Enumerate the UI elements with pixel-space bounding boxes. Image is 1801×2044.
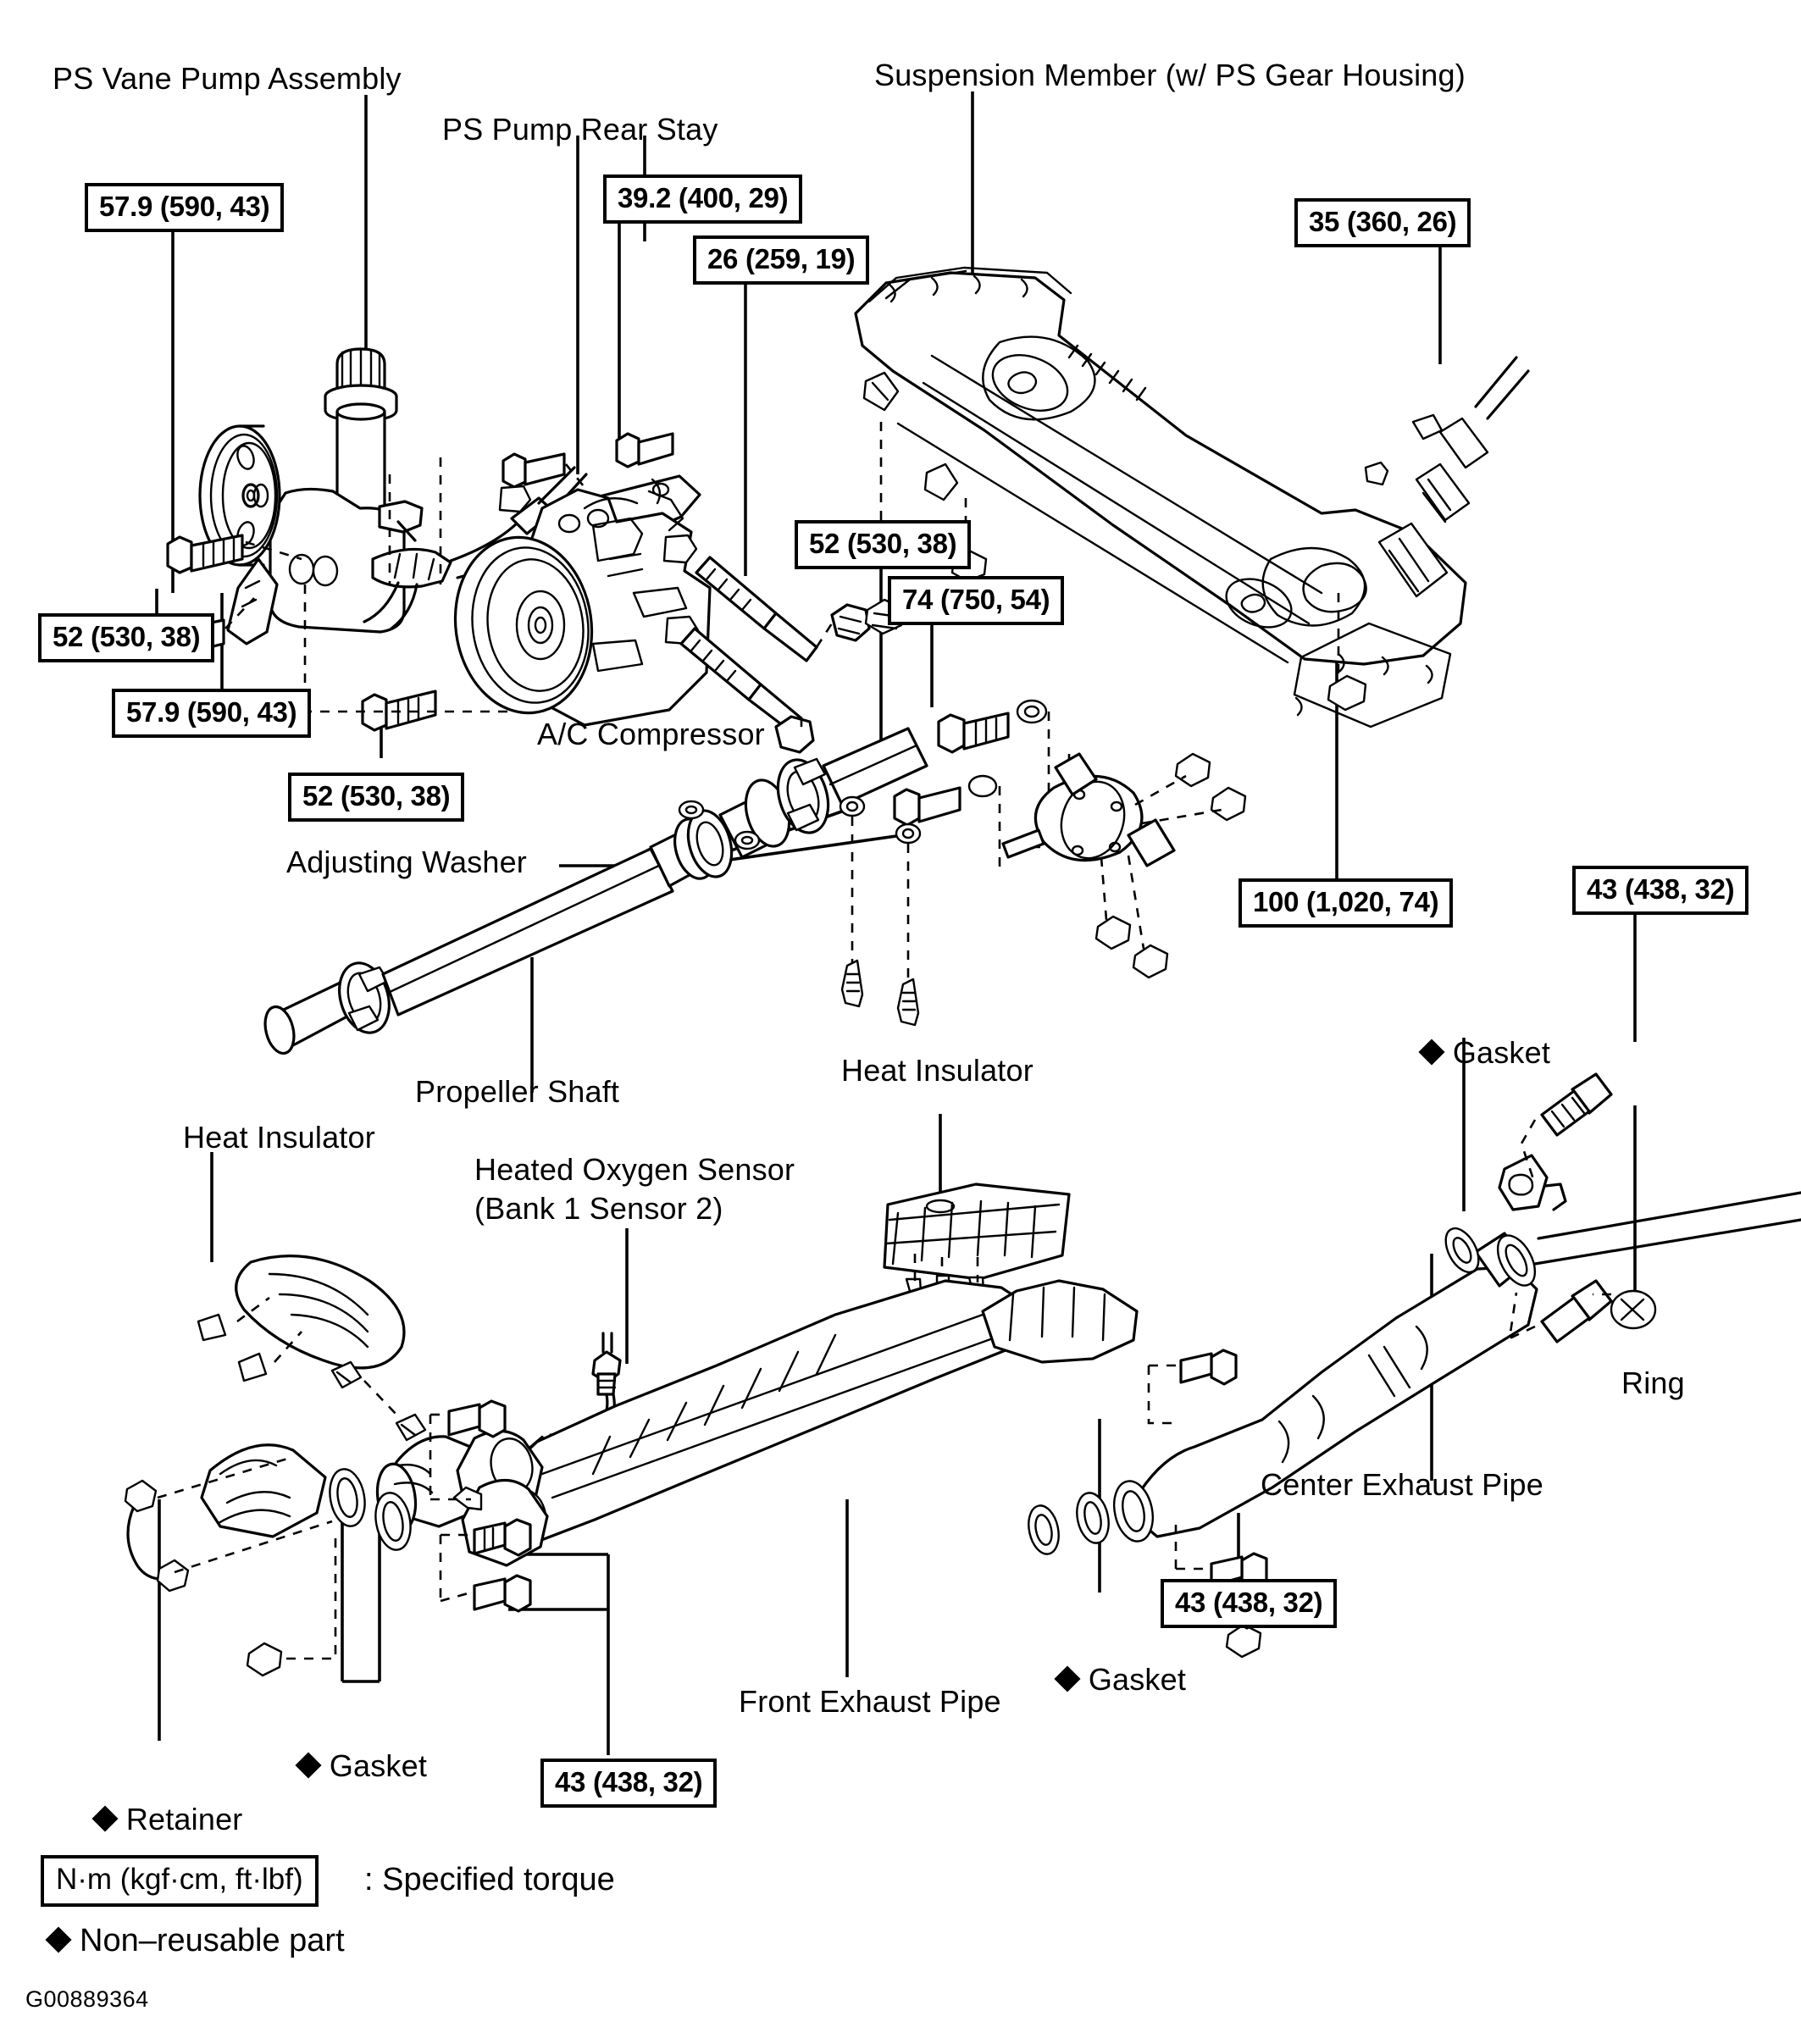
label-front-exhaust-pipe: Front Exhaust Pipe [739,1684,1001,1719]
label-gasket-lower-right: Gasket [1023,1626,1186,1734]
suspension-fasteners [893,699,1071,869]
diamond-marker-icon [1418,1039,1445,1066]
front-exhaust-pipe-artwork [124,1279,1139,1677]
label-ps-vane-pump-assembly: PS Vane Pump Assembly [53,61,402,96]
label-ps-pump-rear-stay: PS Pump Rear Stay [442,112,718,147]
torque-box-52-bottom-left: 52 (530, 38) [288,773,465,822]
label-heat-insulator-left: Heat Insulator [183,1120,375,1155]
heat-insulator-left-artwork [197,1255,406,1382]
torque-box-74: 74 (750, 54) [888,576,1065,625]
label-retainer: Retainer [61,1766,243,1874]
torque-box-100: 100 (1,020, 74) [1239,878,1454,928]
label-gasket-lower-left-text: Gasket [329,1748,428,1784]
diamond-marker-icon [1054,1665,1081,1693]
torque-box-57-9-lower: 57.9 (590, 43) [112,689,312,738]
label-gasket-upper-right-text: Gasket [1452,1035,1551,1071]
diamond-marker-icon [91,1805,119,1833]
torque-box-43-right-top: 43 (438, 32) [1572,866,1749,915]
label-retainer-text: Retainer [125,1802,243,1837]
legend-non-reusable: Non–reusable part [45,1923,345,1959]
ac-compressor-artwork [453,485,871,754]
torque-box-43-bottom: 43 (438, 32) [540,1759,718,1808]
label-heat-insulator-center: Heat Insulator [841,1053,1033,1088]
label-suspension-member: Suspension Member (w/ PS Gear Housing) [874,58,1466,92]
torque-box-43-center: 43 (438, 32) [1161,1579,1338,1628]
torque-box-ps-rear-stay: 39.2 (400, 29) [603,174,803,224]
torque-box-52-left: 52 (530, 38) [38,613,215,662]
label-ac-compressor: A/C Compressor [537,717,765,751]
label-gasket-lower-left: Gasket [264,1713,427,1820]
label-propeller-shaft: Propeller Shaft [415,1074,620,1109]
torque-box-ps-pump-1: 57.9 (590, 43) [85,183,285,232]
label-heated-oxygen-sensor-line2: (Bank 1 Sensor 2) [474,1191,723,1226]
legend-non-reusable-text: Non–reusable part [80,1923,345,1958]
label-ring: Ring [1621,1365,1685,1400]
label-adjusting-washer: Adjusting Washer [286,845,527,879]
center-exhaust-pipe-artwork [1028,1072,1801,1659]
label-center-exhaust-pipe: Center Exhaust Pipe [1261,1467,1543,1502]
diamond-marker-icon [295,1752,322,1780]
diamond-marker-icon [45,1926,72,1953]
torque-box-52-mid: 52 (530, 38) [795,520,972,569]
label-heated-oxygen-sensor-line1: Heated Oxygen Sensor [474,1152,795,1187]
legend-torque-unit-box: N·m (kgf·cm, ft·lbf) [41,1855,319,1907]
label-gasket-upper-right: Gasket [1388,1000,1550,1107]
torque-box-26: 26 (259, 19) [693,235,870,285]
legend-torque-unit-text: : Specified torque [364,1862,615,1897]
figure-code: G00889364 [25,1986,149,2012]
propeller-shaft-artwork [263,727,1247,1055]
label-gasket-lower-right-text: Gasket [1088,1662,1187,1698]
torque-box-suspension-35: 35 (360, 26) [1294,198,1471,247]
